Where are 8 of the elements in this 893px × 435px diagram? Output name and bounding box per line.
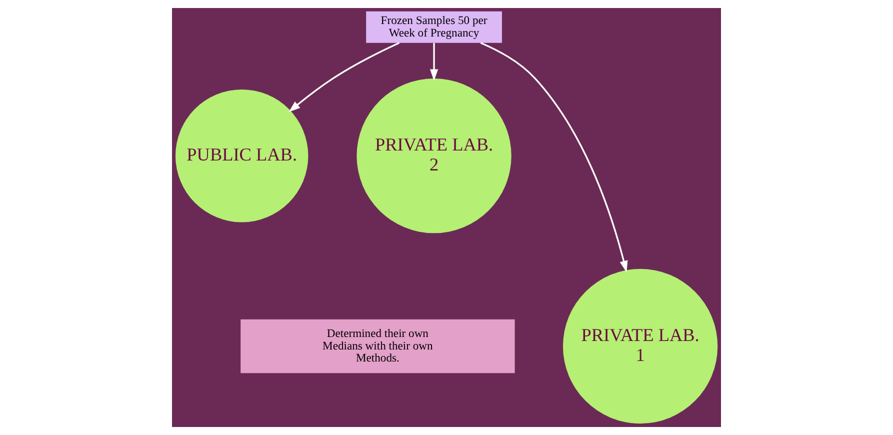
node-circle: PUBLIC LAB. — [175, 89, 308, 222]
node-box: Determined their own Medians with their own Methods. — [240, 319, 515, 374]
arrow — [430, 43, 438, 81]
node-circle: PRIVATE LAB. 1 — [562, 268, 718, 424]
arrow — [480, 42, 628, 272]
arrow — [288, 42, 400, 112]
node-circle: PRIVATE LAB. 2 — [356, 78, 512, 234]
node-box: Frozen Samples 50 per Week of Pregnancy — [366, 11, 502, 43]
